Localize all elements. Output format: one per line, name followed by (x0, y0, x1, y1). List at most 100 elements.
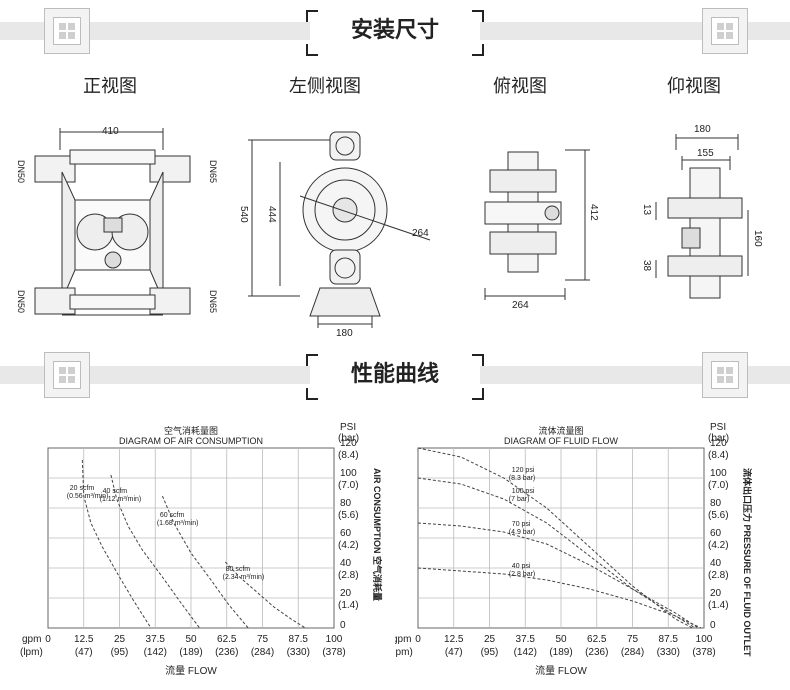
series-label: 100 psi (512, 488, 535, 495)
series-label-sub: (4.9 bar) (509, 529, 535, 536)
view-title-bottom: 仰视图 (667, 76, 721, 97)
dim-bottom-160: 160 (752, 230, 763, 247)
bracket-tl-2 (306, 354, 318, 366)
x-tick-label: 25 (114, 634, 126, 645)
series-label: 60 scfm (160, 512, 185, 519)
dim-left-height-540: 540 (238, 206, 249, 223)
bracket-br-2 (472, 388, 484, 400)
y-tick-label: 120 (710, 438, 727, 449)
x-tick-label: 12.5 (74, 634, 94, 645)
dim-bottom-155: 155 (697, 148, 714, 159)
bracket-tl (306, 10, 318, 22)
y-tick-label: 100 (710, 468, 727, 479)
left-ornament-icon (44, 8, 90, 54)
x-tick-label: 12.5 (444, 634, 464, 645)
x-tick-label-lpm: (330) (657, 647, 680, 658)
x-tick-label: 50 (185, 634, 197, 645)
y-tick-label-bar: (8.4) (708, 450, 729, 461)
x-tick-label-lpm: (47) (75, 647, 93, 658)
x-tick-label: 62.5 (587, 634, 607, 645)
y-tick-label: 20 (710, 588, 722, 599)
x-axis-title: 流量 FLOW (535, 664, 587, 677)
y-tick-label-bar: (7.0) (708, 480, 729, 491)
view-title-top: 俯视图 (493, 76, 547, 97)
x-tick-label-lpm: (47) (445, 647, 463, 658)
series-label: 80 scfm (226, 566, 251, 573)
right-ornament-icon-2 (702, 352, 748, 398)
x-tick-label: 100 (326, 634, 343, 645)
x-unit-lpm: (lpm) (20, 647, 43, 658)
x-tick-label-lpm: (378) (322, 647, 345, 658)
x-tick-label: 62.5 (217, 634, 237, 645)
x-tick-label: 0 (415, 634, 421, 645)
y-tick-label-bar: (1.4) (708, 600, 729, 611)
dim-bottom-38: 38 (641, 260, 652, 272)
bracket-tr (472, 10, 484, 22)
y-unit-psi: PSI (710, 422, 726, 433)
y-tick-label: 60 (340, 528, 352, 539)
x-tick-label-lpm: (284) (621, 647, 644, 658)
dim-front-dn65-bottom: DN65 (208, 290, 218, 314)
y-tick-label-bar: (2.8) (708, 570, 729, 581)
series-label: 40 scfm (103, 488, 128, 495)
series-label-sub: (2.8 bar) (509, 571, 535, 578)
installation-drawings (34, 128, 749, 328)
x-tick-label: 100 (696, 634, 713, 645)
dim-front-dn65-top: DN65 (208, 160, 218, 184)
top-view-drawing (484, 149, 590, 300)
series-label-sub: (1.68 m³/min) (157, 520, 199, 527)
x-tick-label-lpm: (330) (287, 647, 310, 658)
series-label: 40 psi (512, 563, 531, 570)
x-unit-gpm: gpm (22, 634, 41, 645)
y-tick-label-bar: (2.8) (338, 570, 359, 581)
front-view-drawing (34, 128, 191, 316)
y-tick-label: 60 (710, 528, 722, 539)
series-line (417, 477, 696, 629)
x-tick-label: 87.5 (289, 634, 309, 645)
bracket-br (472, 44, 484, 56)
y-tick-label: 40 (710, 558, 722, 569)
y-unit-bar: (bar) (708, 433, 729, 444)
dim-front-dn50-top: DN50 (16, 160, 26, 184)
y-tick-label: 20 (340, 588, 352, 599)
y-tick-label-bar: (1.4) (338, 600, 359, 611)
chart1-subtitle: DIAGRAM OF AIR CONSUMPTION (118, 436, 263, 446)
x-tick-label: 0 (45, 634, 51, 645)
right-ornament-icon (702, 8, 748, 54)
y-tick-label: 0 (710, 620, 716, 631)
y-tick-label-bar: (7.0) (338, 480, 359, 491)
series-label: 120 psi (512, 467, 535, 474)
x-tick-label-lpm: (378) (692, 647, 715, 658)
y-unit-psi: PSI (340, 422, 356, 433)
series-line (81, 459, 152, 629)
series-label-sub: (2.34 m³/min) (223, 574, 265, 581)
series-line (161, 495, 249, 629)
dim-left-180: 180 (336, 328, 353, 339)
bracket-tr-2 (472, 354, 484, 366)
y-tick-label-bar: (5.6) (338, 510, 359, 521)
x-tick-label-lpm: (95) (111, 647, 129, 658)
series-label-sub: (1.12 m³/min) (100, 496, 142, 503)
series-label: 20 scfm (70, 485, 95, 492)
chart1-title: 空气消耗量图 (163, 426, 218, 436)
x-tick-label: 50 (555, 634, 567, 645)
dim-front-dn50-bottom: DN50 (16, 290, 26, 314)
bracket-bl-2 (306, 388, 318, 400)
y-tick-label: 120 (340, 438, 357, 449)
x-tick-label-lpm: (142) (514, 647, 537, 658)
y-unit-bar: (bar) (338, 433, 359, 444)
section-title-dimensions: 安装尺寸 (310, 11, 480, 51)
y-tick-label: 0 (340, 620, 346, 631)
dim-top-412: 412 (588, 204, 599, 221)
x-unit-gpm: gpm (395, 634, 411, 645)
left-view-drawing (248, 131, 431, 328)
series-line (110, 474, 200, 629)
left-ornament-icon-2 (44, 352, 90, 398)
chart2-title: 流体流量图 (538, 426, 584, 436)
y-tick-label: 100 (340, 468, 357, 479)
x-tick-label-lpm: (95) (481, 647, 499, 658)
y-tick-label: 40 (340, 558, 352, 569)
bracket-bl (306, 44, 318, 56)
x-tick-label: 37.5 (516, 634, 536, 645)
